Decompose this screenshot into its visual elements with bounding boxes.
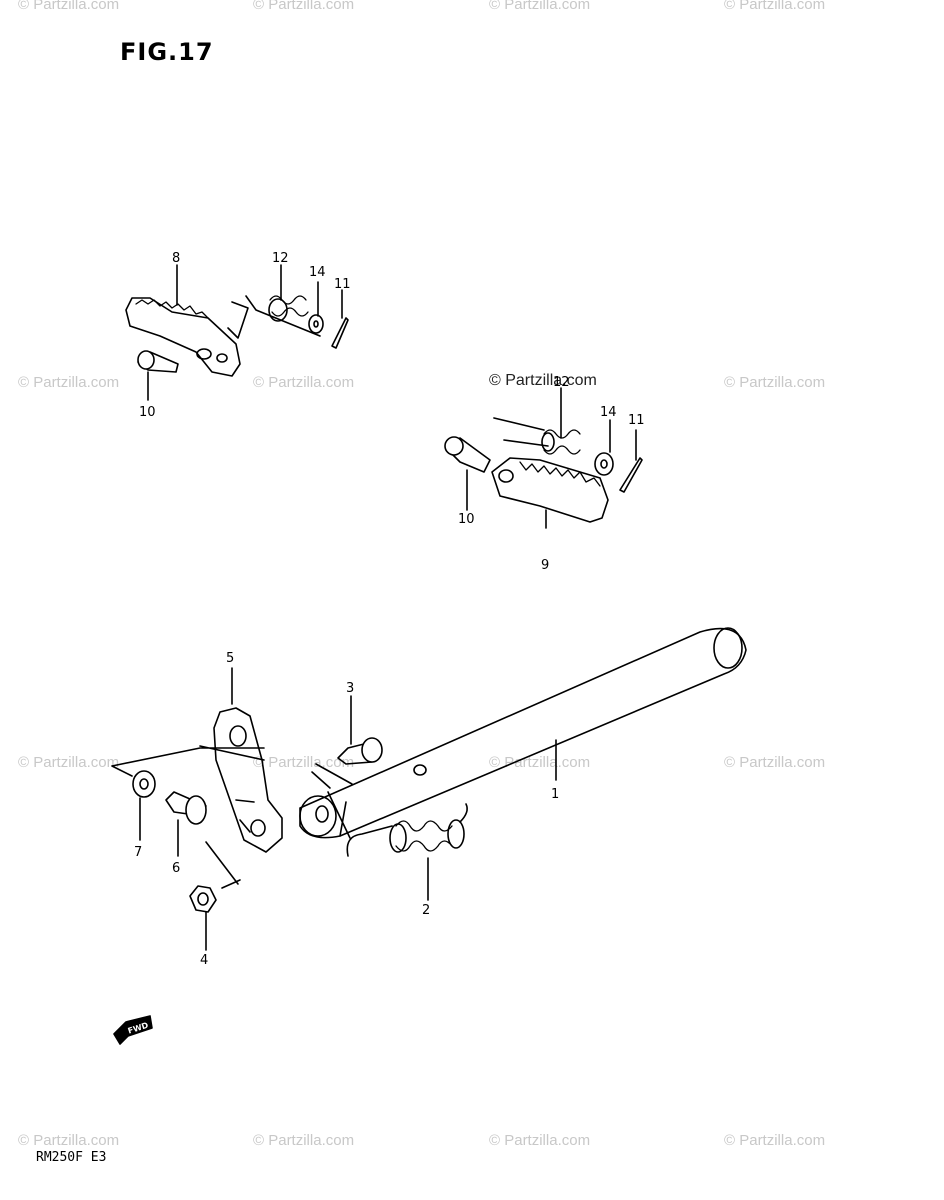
callout-9: 9 bbox=[541, 558, 549, 573]
callout-11-right: 11 bbox=[628, 413, 645, 428]
figure-title: FIG.17 bbox=[120, 38, 214, 66]
callout-11-left: 11 bbox=[334, 277, 351, 292]
callout-6: 6 bbox=[172, 861, 180, 876]
watermark: © Partzilla.com bbox=[253, 0, 355, 13]
watermark: © Partzilla.com bbox=[18, 754, 120, 771]
forward-arrow-icon bbox=[113, 1015, 153, 1045]
callout-7: 7 bbox=[134, 845, 142, 860]
watermark: © Partzilla.com bbox=[253, 1132, 355, 1149]
bracket-5 bbox=[213, 707, 283, 853]
callout-12-right: 12 bbox=[553, 375, 570, 390]
watermark: © Partzilla.com bbox=[18, 374, 120, 391]
spring-12-right bbox=[543, 429, 581, 455]
washer-14-left bbox=[308, 314, 324, 334]
callout-2: 2 bbox=[422, 903, 430, 918]
right-footrest-assembly bbox=[444, 387, 643, 529]
model-code: RM250F E3 bbox=[36, 1150, 107, 1165]
footrest-8 bbox=[125, 297, 241, 377]
side-stand-1 bbox=[299, 627, 747, 839]
callout-3: 3 bbox=[346, 681, 354, 696]
watermark: © Partzilla.com bbox=[724, 0, 826, 13]
spring-12-left bbox=[245, 295, 321, 337]
footrest-9 bbox=[491, 457, 609, 523]
watermark: © Partzilla.com bbox=[489, 0, 591, 13]
callout-14-left: 14 bbox=[309, 265, 326, 280]
left-footrest-assembly bbox=[125, 264, 349, 401]
cotter-pin-11-right bbox=[619, 457, 643, 493]
callout-10-left: 10 bbox=[139, 405, 156, 420]
side-stand-assembly bbox=[111, 627, 747, 951]
watermark: © Partzilla.com bbox=[489, 1132, 591, 1149]
callout-1: 1 bbox=[551, 787, 559, 802]
callout-10-right: 10 bbox=[458, 512, 475, 527]
watermark: © Partzilla.com bbox=[489, 372, 597, 389]
nut-4 bbox=[189, 885, 217, 913]
callout-8: 8 bbox=[172, 251, 180, 266]
cotter-pin-11-left bbox=[331, 317, 349, 349]
watermark: © Partzilla.com bbox=[724, 374, 826, 391]
watermark: © Partzilla.com bbox=[724, 1132, 826, 1149]
watermark: © Partzilla.com bbox=[724, 754, 826, 771]
washer-7 bbox=[132, 770, 156, 798]
washer-14-right bbox=[594, 452, 614, 476]
callout-12-left: 12 bbox=[272, 251, 289, 266]
callout-5: 5 bbox=[226, 651, 234, 666]
watermark: © Partzilla.com bbox=[253, 754, 355, 771]
watermark: © Partzilla.com bbox=[18, 1132, 120, 1149]
watermark: © Partzilla.com bbox=[489, 754, 591, 771]
spring-2 bbox=[346, 825, 393, 857]
watermark: © Partzilla.com bbox=[253, 374, 355, 391]
watermark: © Partzilla.com bbox=[18, 0, 120, 13]
callout-14-right: 14 bbox=[600, 405, 617, 420]
callout-4: 4 bbox=[200, 953, 208, 968]
